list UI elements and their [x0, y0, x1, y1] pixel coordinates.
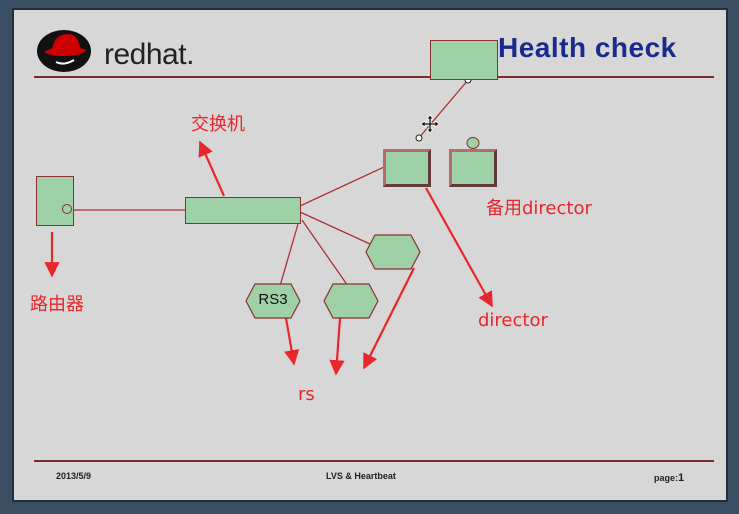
rs3-label: RS3 — [258, 291, 288, 308]
slide-title: Health check — [498, 32, 677, 63]
director-label: director — [478, 310, 548, 331]
redhat-shadowman-icon — [37, 30, 91, 72]
header-rule — [34, 76, 714, 78]
switch-node — [185, 197, 301, 224]
brand-wordmark: redhat. — [104, 38, 194, 71]
footer-page-label: page: — [654, 473, 679, 483]
backup-director-node — [449, 149, 497, 187]
router-node — [36, 176, 74, 226]
footer-page: page:1 — [654, 472, 684, 484]
footer-date: 2013/5/9 — [56, 471, 92, 481]
diagram-links — [44, 76, 493, 376]
backup-director-status-icon — [466, 137, 480, 149]
health-check-node — [430, 40, 498, 80]
backup-director-label: 备用director — [486, 198, 592, 219]
switch-label: 交换机 — [191, 114, 245, 135]
redhat-logo: redhat. — [34, 24, 234, 84]
footer-center: LVS & Heartbeat — [326, 471, 396, 481]
router-label: 路由器 — [30, 294, 84, 315]
real-server-hex-2 — [323, 283, 379, 319]
rs-label: rs — [298, 384, 315, 405]
director-node — [383, 149, 431, 187]
footer-page-number: 1 — [678, 472, 685, 484]
footer-rule — [34, 460, 714, 462]
move-cursor-icon — [420, 114, 440, 134]
slide: redhat. Health check — [14, 10, 726, 500]
real-server-hex-rs3 — [245, 283, 301, 319]
router-port-icon — [62, 204, 72, 214]
real-server-hex-1 — [365, 234, 421, 270]
